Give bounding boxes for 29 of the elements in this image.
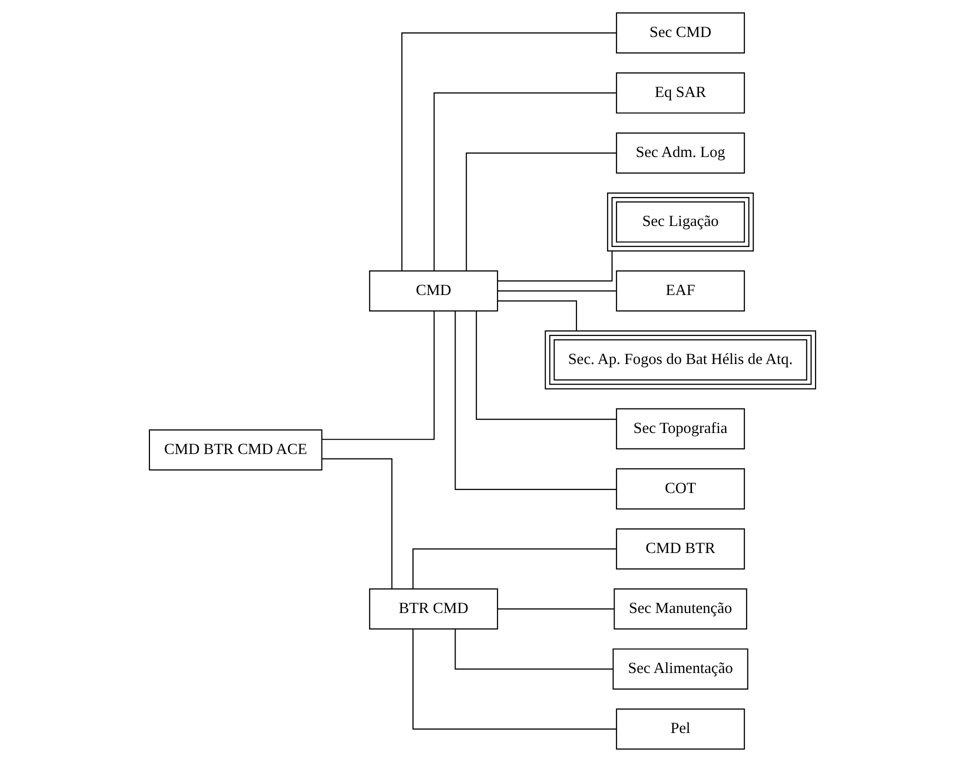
connector [466, 152, 616, 271]
node-box: BTR CMD [369, 588, 498, 630]
node-box: Sec Alimentação [612, 648, 748, 690]
node-box: Eq SAR [616, 72, 745, 114]
node-box: CMD BTR [616, 528, 745, 570]
connector [434, 92, 616, 271]
node-box: Sec Ligação [607, 192, 754, 252]
node-box: Pel [616, 708, 745, 750]
connector [498, 251, 613, 282]
node-box: COT [616, 468, 745, 510]
connector [498, 608, 614, 610]
connector [498, 300, 578, 331]
connector [412, 548, 616, 589]
connector [322, 310, 435, 440]
node-box: CMD BTR CMD ACE [148, 429, 322, 471]
node-box: Sec. Ap. Fogos do Bat Hélis de Atq. [544, 330, 816, 390]
node-box: Sec Adm. Log [616, 132, 745, 174]
node-box: Sec CMD [616, 12, 745, 54]
connector [498, 290, 616, 292]
connector [454, 629, 613, 670]
node-box: Sec Manutenção [614, 588, 748, 630]
node-box: EAF [616, 270, 745, 312]
connector [401, 32, 616, 271]
connector [454, 311, 616, 490]
node-box: CMD [369, 270, 498, 312]
connector [412, 629, 616, 730]
connector [322, 458, 392, 589]
node-box: Sec Topografia [616, 408, 745, 450]
connector [476, 311, 616, 420]
